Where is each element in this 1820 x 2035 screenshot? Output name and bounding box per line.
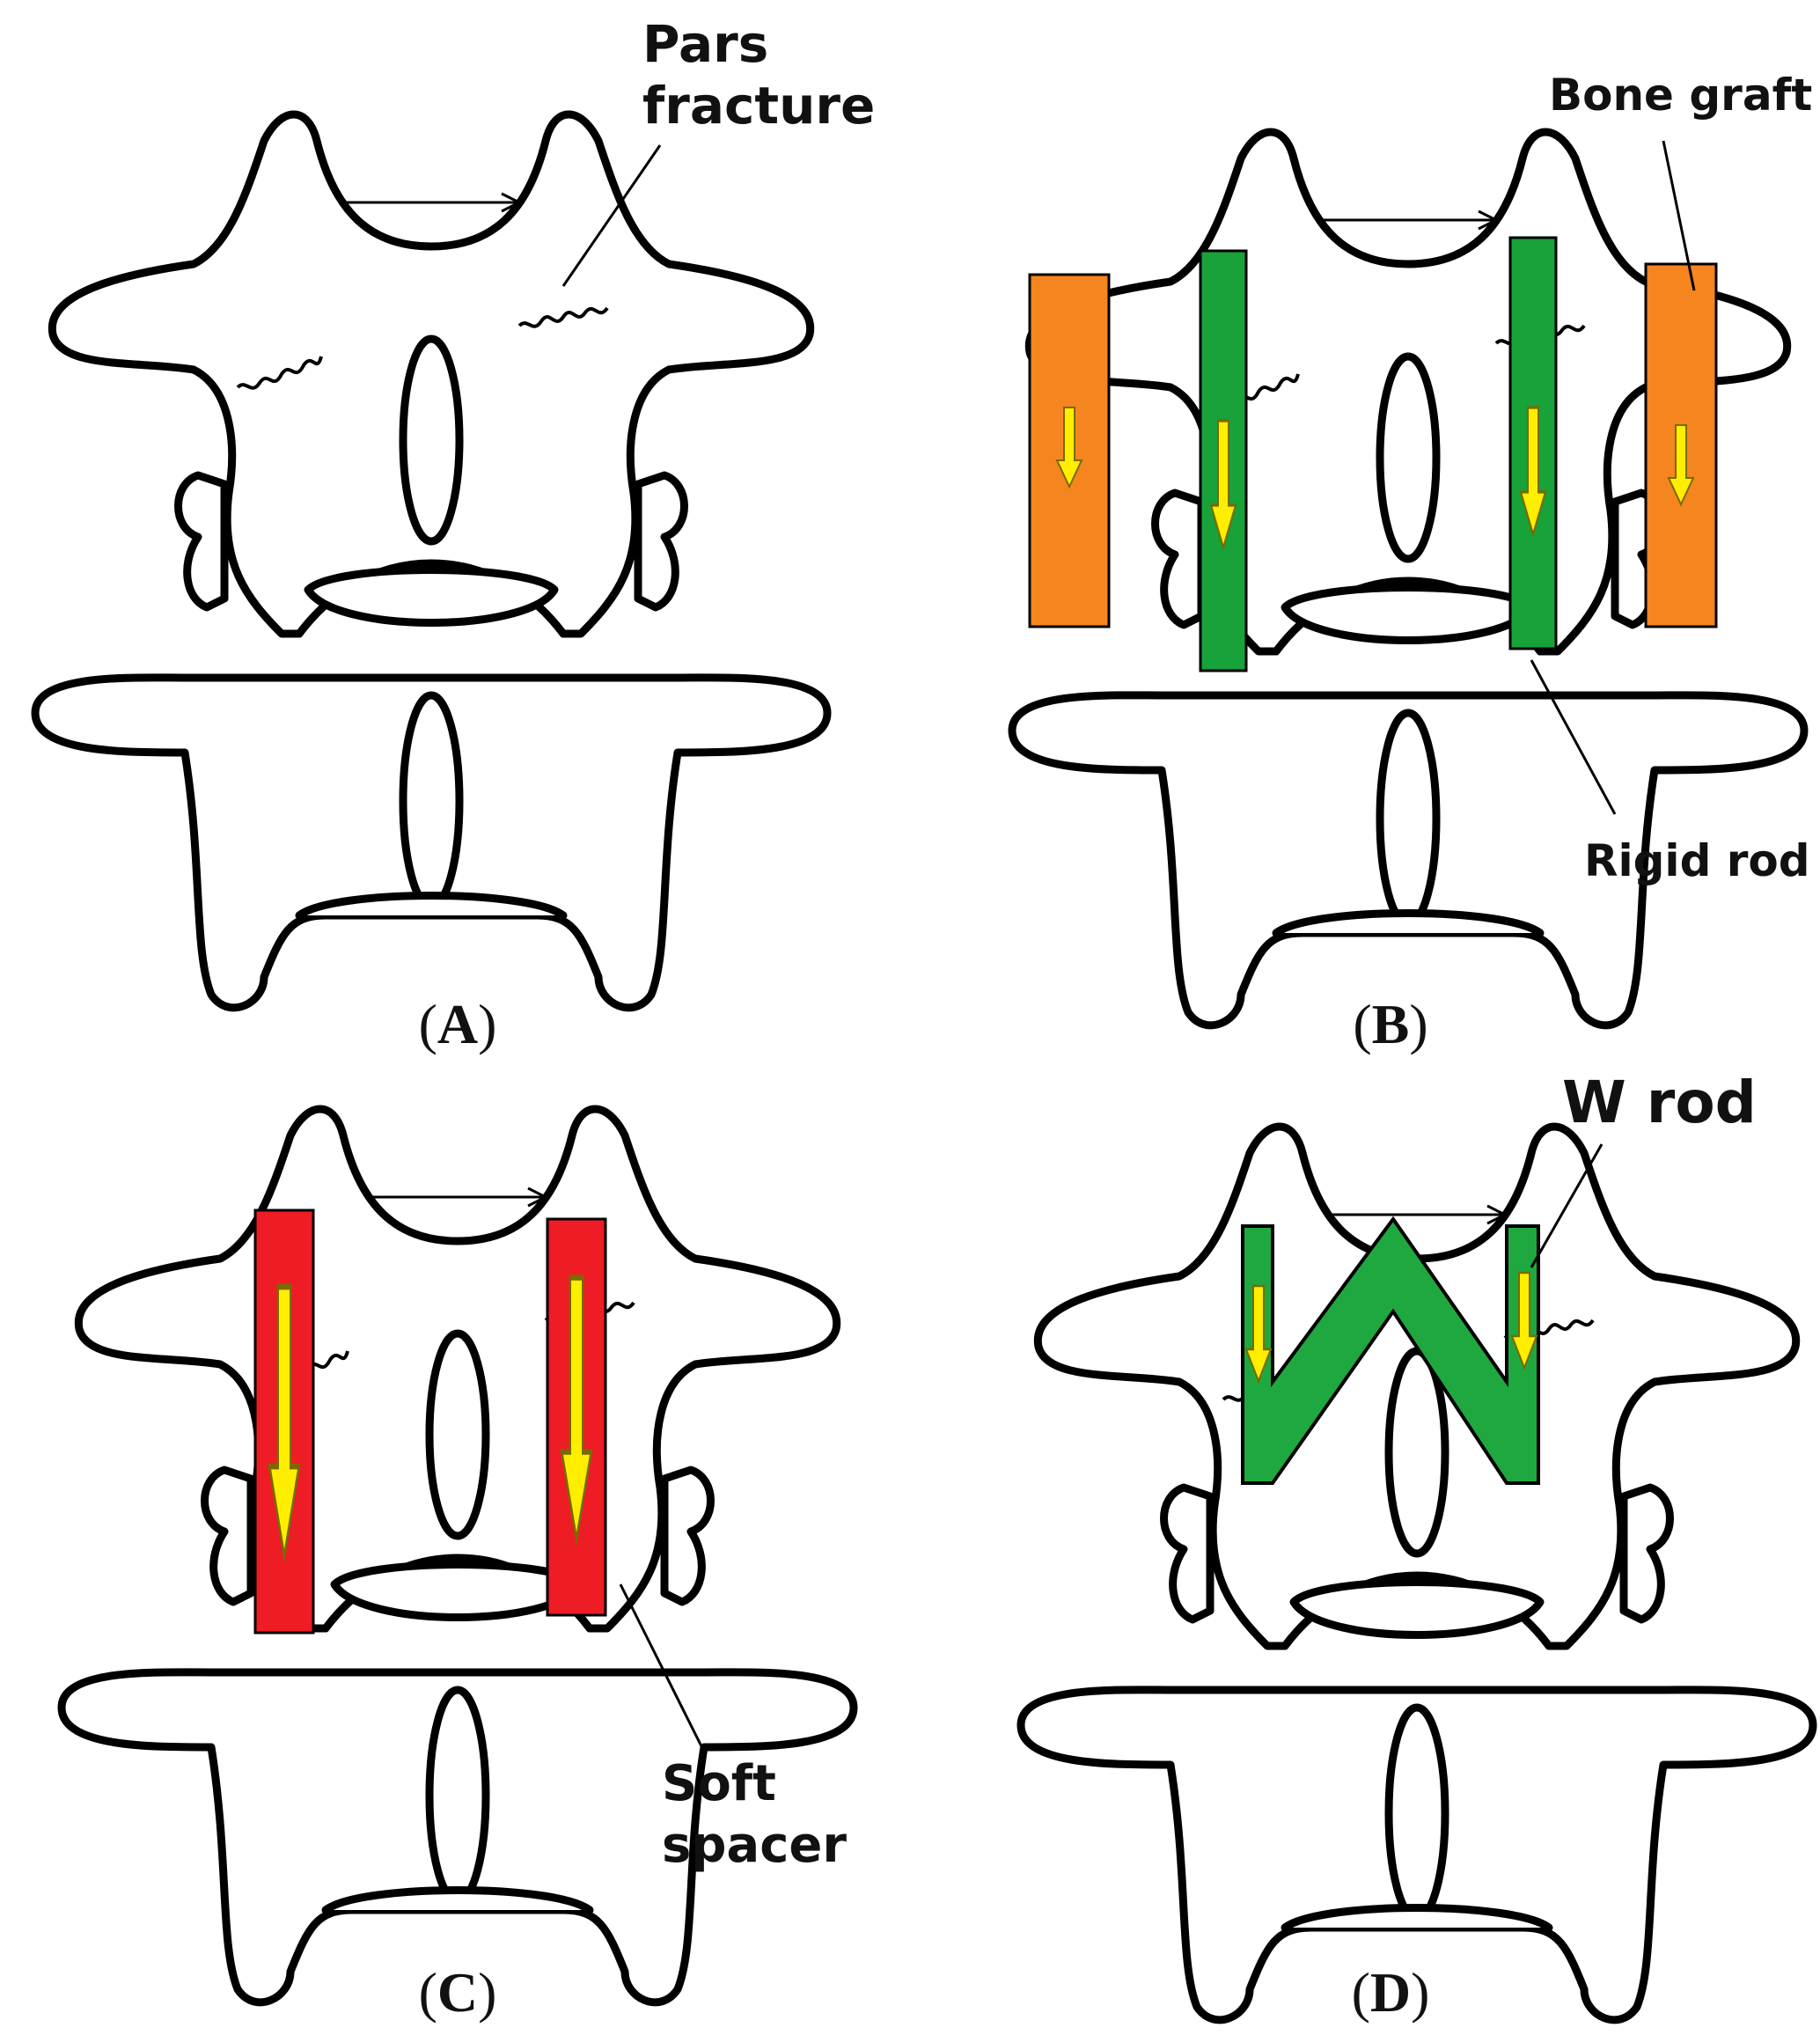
panel-b: Bone graft Rigid rod (B) [1012, 70, 1812, 1055]
panel-c: Soft spacer (C) [62, 1109, 854, 2024]
caption-a: (A) [419, 993, 497, 1055]
w-rod-leader [1530, 1143, 1604, 1268]
bone-graft-leader [1662, 140, 1696, 291]
w-rod [1241, 1216, 1540, 1485]
pars-label-line2: fracture [642, 76, 875, 136]
caption-b: (B) [1353, 993, 1427, 1055]
bone-graft-label: Bone graft [1549, 70, 1812, 121]
caption-d: (D) [1352, 1961, 1430, 2024]
rigid-rod-label: Rigid rod [1584, 835, 1810, 886]
pars-leader-line [561, 144, 662, 287]
caption-c: (C) [419, 1961, 497, 2024]
rigid-rod-leader [1530, 659, 1617, 815]
soft-spacer-label-line1: Soft [662, 1755, 776, 1812]
panel-a: Pars fracture (A) [35, 14, 875, 1055]
soft-spacer-label-line2: spacer [662, 1817, 847, 1874]
soft-spacer-leader [619, 1583, 706, 1752]
panel-d: W rod (D) [1021, 1069, 1813, 2024]
pars-label-line1: Pars [642, 14, 768, 74]
vertebra-drawing-a [35, 114, 827, 1008]
w-rod-label: W rod [1562, 1069, 1757, 1136]
